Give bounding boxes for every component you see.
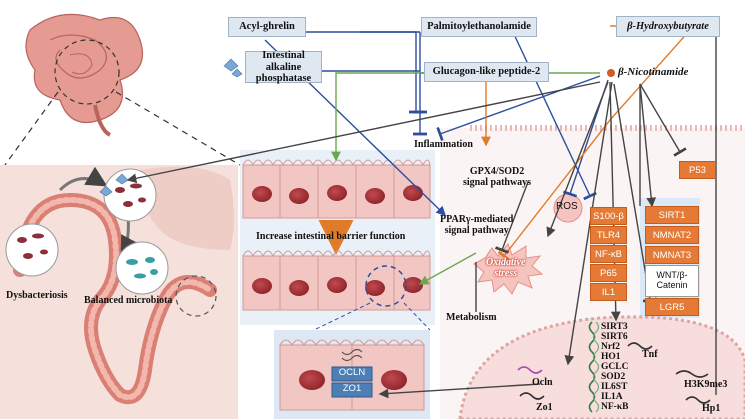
gene-sirt6: SIRT6 <box>601 332 628 342</box>
ros-label: ROS <box>556 201 578 212</box>
gene-gclc: GCLC <box>601 362 629 372</box>
target-sirt1: SIRT1 <box>645 206 699 224</box>
intestinal-alkaline-phosphatase-box: Intestinal alkaline phosphatase <box>245 50 322 84</box>
epithelium-bottom <box>242 250 431 311</box>
target-lgr5: LGR5 <box>645 298 699 316</box>
balanced-microbiota-label: Balanced microbiota <box>84 295 173 306</box>
nicotinamide-dot-icon <box>607 69 615 77</box>
gene-il1a: IL1A <box>601 392 623 402</box>
inflammation-label: Inflammation <box>414 139 473 150</box>
gene-nrf2: Nrf2 <box>601 342 620 352</box>
metabolism-label: Metabolism <box>446 312 497 323</box>
hp1-label: Hp1 <box>702 403 721 414</box>
oxidative-stress-label: Oxidative stress <box>486 257 526 279</box>
gene-sod2: SOD2 <box>601 372 626 382</box>
glp2-box: Glucagon-like peptide-2 <box>424 62 549 82</box>
ocln-box-label: OCLN <box>338 367 366 378</box>
gene-il6st: IL6ST <box>601 382 628 392</box>
target-nmnat2: NMNAT2 <box>645 226 699 244</box>
ppar-label: PPARγ-mediated signal pathway <box>440 214 514 236</box>
beta-nicotinamide-label: β-Nicotinamide <box>618 66 689 78</box>
h3k9me3-label: H3K9me3 <box>684 379 728 390</box>
zo1-box-label: ZO1 <box>342 383 362 394</box>
tnf-label: Tnf <box>642 349 658 360</box>
dysbacteriosis-label: Dysbacteriosis <box>6 290 68 301</box>
epithelium-top <box>242 159 431 219</box>
target-il1: IL1 <box>590 283 627 301</box>
target-tlr4: TLR4 <box>590 226 627 244</box>
palmitoylethanolamide-box: Palmitoylethanolamide <box>421 17 537 37</box>
barrier-label: Increase intestinal barrier function <box>256 231 406 242</box>
acyl-ghrelin-box: Acyl-ghrelin <box>228 17 306 37</box>
gpx4-sod2-label: GPX4/SOD2 signal pathways <box>463 166 532 188</box>
target-nmnat3: NMNAT3 <box>645 246 699 264</box>
target-p53: P53 <box>679 161 716 179</box>
zo1-label: Zo1 <box>536 402 553 413</box>
gene-nfkb: NF-κB <box>601 402 629 412</box>
gene-sirt3: SIRT3 <box>601 322 628 332</box>
target-s100b: S100-β <box>590 207 627 225</box>
target-p65: P65 <box>590 264 627 282</box>
target-nfkb: NF-κB <box>590 245 627 263</box>
gene-ho1: HO1 <box>601 352 621 362</box>
beta-hydroxybutyrate-box: β-Hydroxybutyrate <box>616 16 720 37</box>
ocln-label: Ocln <box>532 377 553 388</box>
target-wnt: WNT/β- Catenin <box>645 265 699 297</box>
intestine-illustration <box>25 13 144 137</box>
